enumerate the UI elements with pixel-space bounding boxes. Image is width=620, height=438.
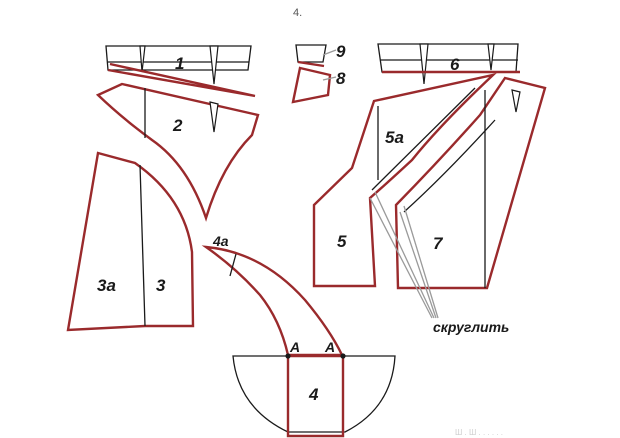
piece-1-label: 1: [175, 54, 184, 73]
piece-7: 7: [394, 76, 547, 290]
piece-7-dart: [511, 89, 521, 113]
piece-9-cut: [297, 60, 325, 68]
piece-6-dart-right: [487, 43, 495, 71]
piece-1-dart-left: [139, 45, 146, 73]
round-leader-3: [399, 211, 437, 319]
piece-3: 3a 3: [66, 151, 195, 332]
piece-4-center-panel: [286, 354, 345, 438]
watermark: Ш . Ш . . . . . .: [455, 428, 503, 437]
round-note: скруглить: [369, 191, 509, 335]
piece-8-leader: [322, 76, 337, 81]
piece-5a-edge: [371, 87, 476, 191]
piece-5: 5a 5: [312, 72, 497, 288]
piece-2-outline: [95, 82, 260, 222]
piece-4a: 4a: [201, 233, 344, 357]
figure-number: 4.: [293, 7, 302, 19]
piece-3-divider: [139, 164, 146, 327]
piece-4-label: 4: [308, 385, 319, 404]
piece-3-label: 3: [156, 276, 166, 295]
piece-4-semicircle: [232, 355, 396, 433]
round-leader-4: [403, 205, 439, 319]
point-a-left-dot: [285, 353, 291, 359]
piece-4a-label: 4a: [212, 233, 229, 249]
round-leader-1: [369, 197, 433, 319]
piece-1: 1: [105, 45, 256, 98]
piece-6-dart-left: [419, 43, 429, 85]
piece-8-label: 8: [336, 69, 346, 88]
piece-5-outline: [312, 72, 497, 288]
piece-6-label: 6: [450, 55, 460, 74]
piece-4a-mark: [229, 253, 237, 277]
piece-9-leader: [322, 49, 337, 56]
piece-7-outline: [394, 76, 547, 290]
piece-9-outline: [295, 44, 327, 63]
piece-5a-label: 5a: [385, 128, 404, 147]
piece-8-outline: [291, 66, 332, 104]
piece-2: 2: [95, 82, 260, 222]
piece-6-outline: [377, 43, 519, 73]
point-a-right-label: A: [324, 339, 335, 355]
piece-3a-label: 3a: [97, 276, 116, 295]
point-a-right-dot: [340, 353, 346, 359]
piece-2-label: 2: [172, 116, 183, 135]
round-leader-2: [374, 191, 435, 319]
piece-6: 6: [377, 43, 520, 85]
round-note-label: скруглить: [433, 319, 509, 335]
piece-4a-outline: [201, 245, 344, 357]
point-a-left-label: A: [289, 339, 300, 355]
piece-1-dart-right: [209, 45, 219, 85]
piece-3-outline: [66, 151, 195, 332]
piece-4: A A 4: [232, 339, 396, 438]
piece-9-label: 9: [336, 42, 346, 61]
piece-1-cut-line: [107, 62, 256, 98]
piece-1-outline: [105, 45, 252, 71]
piece-7-inner-edge: [403, 119, 496, 213]
piece-9-8: 9 8: [291, 42, 346, 104]
piece-7-label: 7: [433, 234, 444, 253]
piece-2-dart: [209, 101, 219, 133]
piece-5-label: 5: [337, 232, 347, 251]
